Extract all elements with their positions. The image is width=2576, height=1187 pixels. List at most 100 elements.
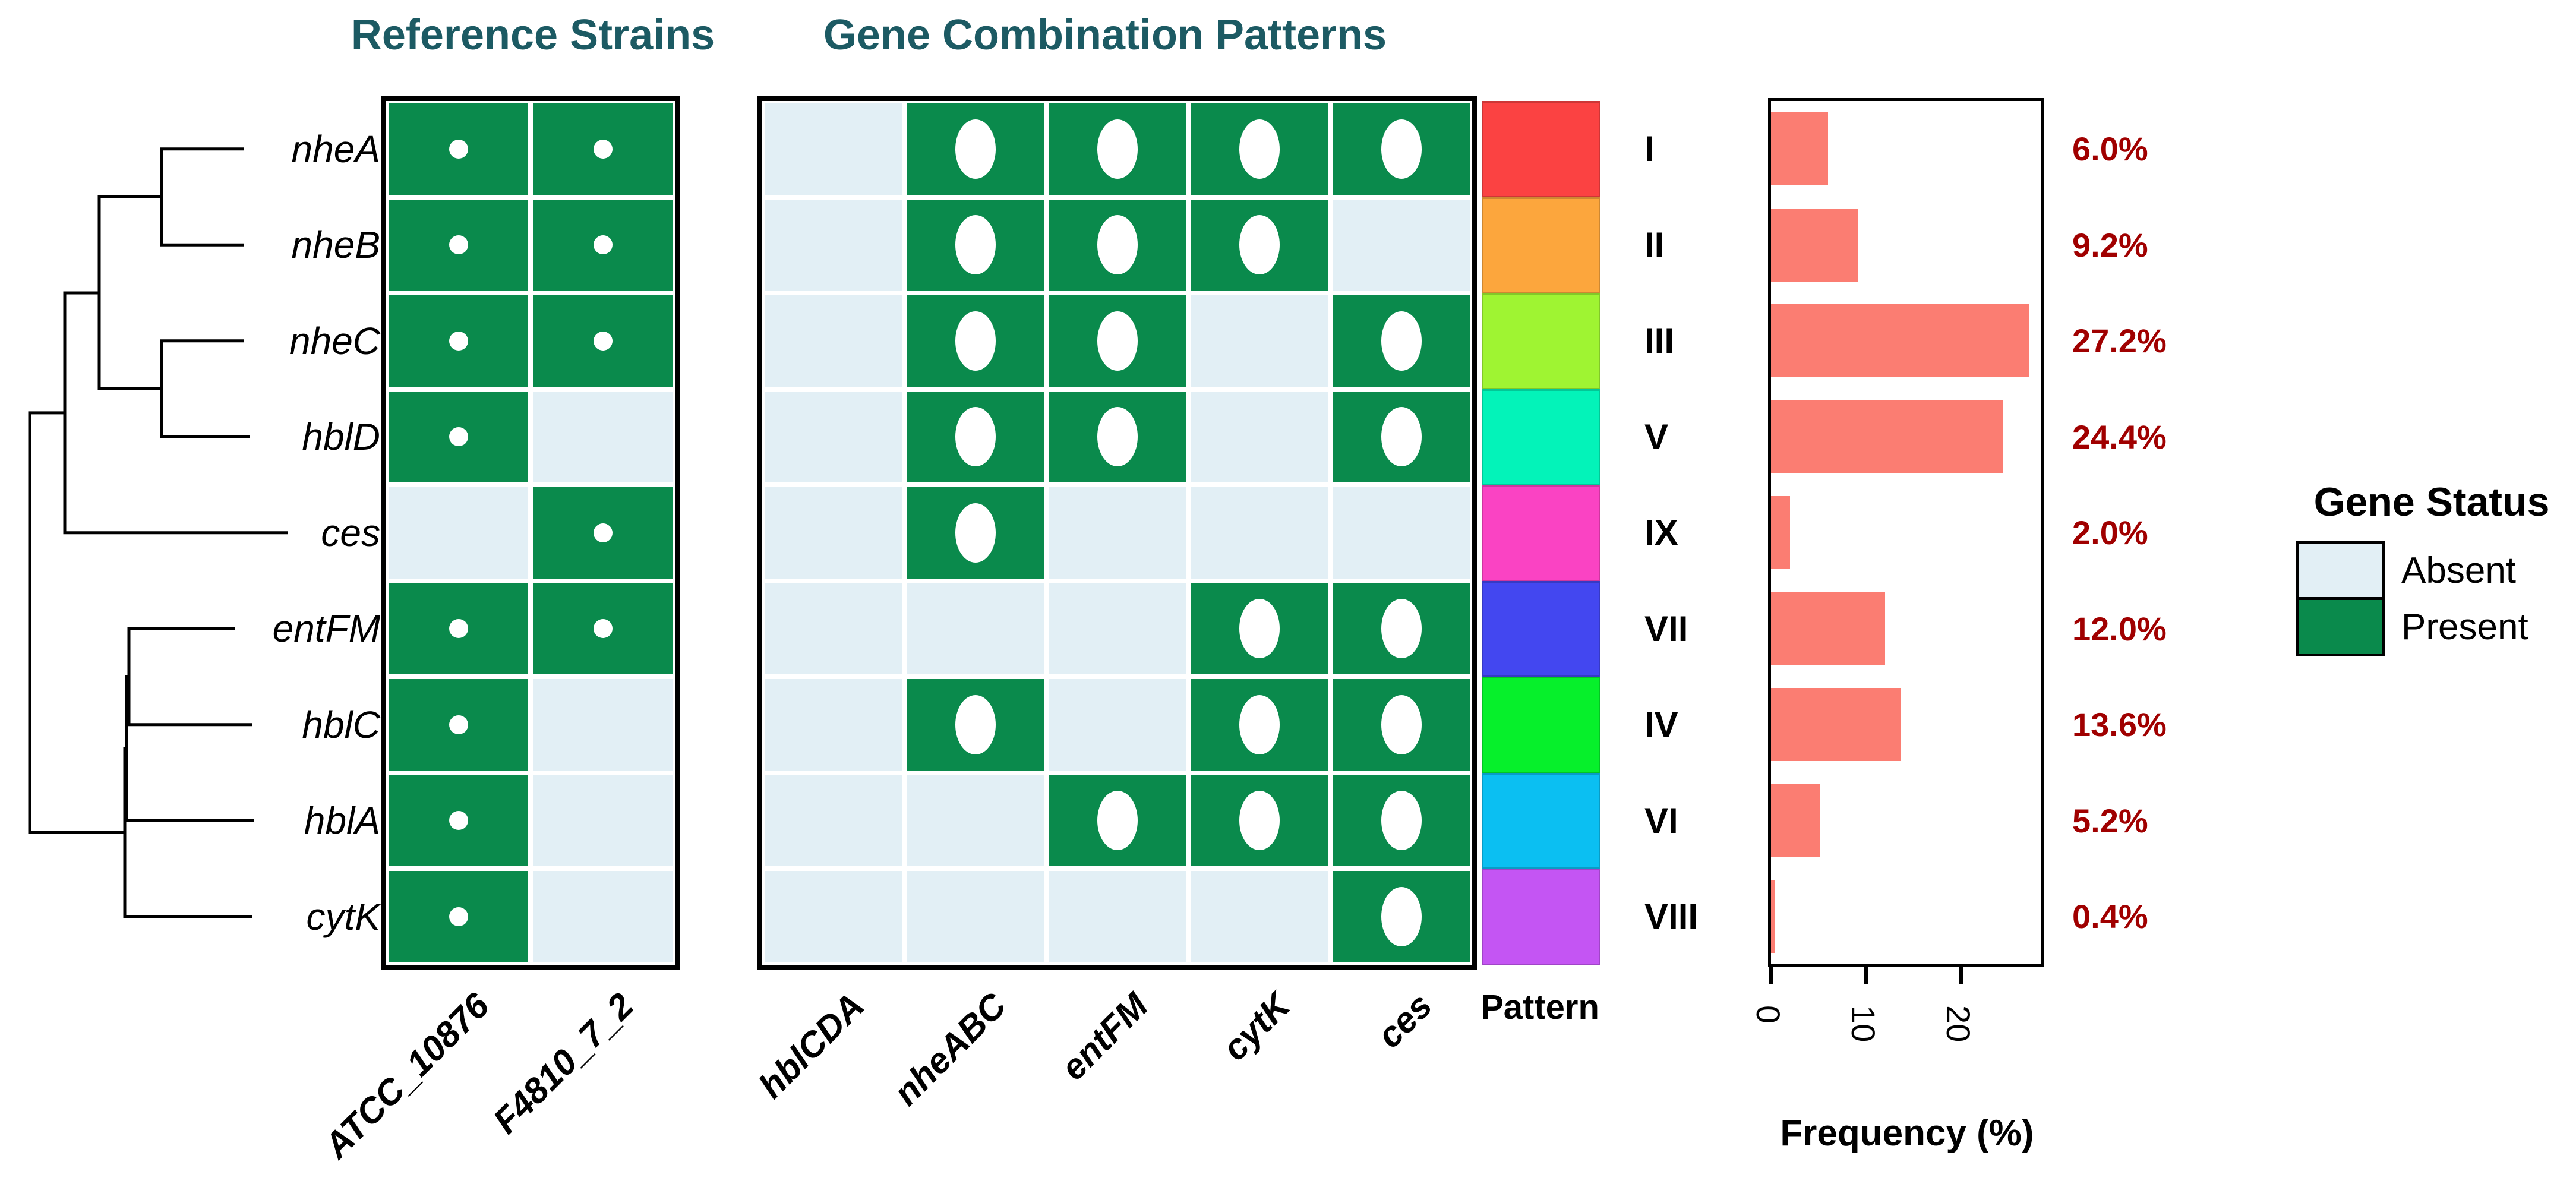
- present-cell: [907, 295, 1044, 387]
- x-axis-tick: [1864, 967, 1868, 984]
- present-dot: [1381, 791, 1422, 851]
- present-dot: [1097, 791, 1138, 851]
- pattern-color-block: [1482, 677, 1600, 774]
- present-cell: [389, 679, 528, 771]
- present-dot: [449, 427, 468, 447]
- legend-item-absent: Absent: [2296, 541, 2516, 600]
- present-cell: [1191, 199, 1328, 291]
- gene-dendrogram: [28, 147, 288, 918]
- present-dot: [1097, 215, 1138, 275]
- pattern-color-block: [1482, 772, 1600, 869]
- present-dot: [955, 407, 996, 467]
- present-cell: [1333, 871, 1470, 962]
- frequency-bar: [1771, 880, 1775, 954]
- absent-cell: [765, 199, 902, 291]
- present-dot: [1381, 407, 1422, 467]
- absent-cell: [1049, 583, 1186, 674]
- frequency-bar: [1771, 688, 1901, 762]
- pattern-color-block: [1482, 869, 1600, 965]
- gene-row-label: hblA: [304, 799, 380, 842]
- absent-cell: [907, 775, 1044, 866]
- present-cell: [1333, 103, 1470, 195]
- x-axis-tick: [1959, 967, 1963, 984]
- frequency-axis-label: Frequency (%): [1780, 1113, 2034, 1154]
- x-axis-tick-label: 10: [1845, 1005, 1882, 1043]
- present-cell: [389, 295, 528, 387]
- present-cell: [1049, 295, 1186, 387]
- pattern-color-block: [1482, 197, 1600, 293]
- gene-row-label: hblD: [302, 415, 380, 459]
- present-cell: [1333, 583, 1470, 674]
- gene-row-label: nheA: [291, 127, 380, 171]
- absent-cell: [765, 103, 902, 195]
- present-cell: [389, 103, 528, 195]
- absent-cell: [765, 679, 902, 771]
- present-dot: [1097, 407, 1138, 467]
- present-dot: [593, 619, 613, 639]
- frequency-bar-chart: [1768, 98, 2044, 967]
- present-dot: [449, 907, 468, 926]
- gene-row-label: entFM: [272, 607, 380, 651]
- present-cell: [907, 103, 1044, 195]
- present-cell: [533, 295, 673, 387]
- pattern-roman-numeral: III: [1644, 321, 1675, 361]
- frequency-percent-label: 6.0%: [2072, 130, 2148, 168]
- absent-cell: [1333, 487, 1470, 579]
- reference-strains-title: Reference Strains: [351, 11, 715, 59]
- present-cell: [389, 391, 528, 482]
- frequency-percent-label: 0.4%: [2072, 898, 2148, 936]
- present-cell: [1191, 679, 1328, 771]
- present-dot: [1239, 119, 1280, 179]
- present-dot: [955, 119, 996, 179]
- present-swatch: [2296, 597, 2385, 656]
- frequency-bar: [1771, 400, 2003, 473]
- gene-combination-heatmap: [757, 96, 1477, 970]
- present-dot: [1239, 599, 1280, 659]
- frequency-percent-label: 12.0%: [2072, 610, 2167, 648]
- present-dot: [449, 715, 468, 734]
- present-dot: [1097, 119, 1138, 179]
- absent-cell: [1191, 871, 1328, 962]
- gene-row-label: nheC: [289, 319, 380, 362]
- pattern-color-block: [1482, 580, 1600, 677]
- absent-cell: [533, 391, 673, 482]
- pattern-color-block: [1482, 101, 1600, 198]
- present-cell: [1191, 775, 1328, 866]
- absent-cell: [765, 775, 902, 866]
- absent-swatch: [2296, 541, 2385, 600]
- present-cell: [1049, 775, 1186, 866]
- gene-row-label: nheB: [291, 223, 380, 267]
- absent-cell: [907, 583, 1044, 674]
- x-axis-tick-label: 20: [1940, 1005, 1977, 1043]
- absent-cell: [765, 295, 902, 387]
- absent-cell: [1049, 487, 1186, 579]
- frequency-percent-label: 5.2%: [2072, 801, 2148, 839]
- present-dot: [1239, 694, 1280, 754]
- absent-cell: [1049, 679, 1186, 771]
- present-cell: [1333, 679, 1470, 771]
- present-dot: [955, 503, 996, 563]
- present-dot: [449, 139, 468, 159]
- present-cell: [533, 199, 673, 291]
- absent-cell: [765, 391, 902, 482]
- present-dot: [449, 331, 468, 351]
- present-dot: [449, 811, 468, 831]
- pattern-color-block: [1482, 293, 1600, 390]
- present-dot: [593, 523, 613, 542]
- absent-cell: [907, 871, 1044, 962]
- absent-cell: [765, 583, 902, 674]
- absent-cell: [1191, 487, 1328, 579]
- pattern-roman-numeral: V: [1644, 416, 1669, 457]
- absent-cell: [533, 679, 673, 771]
- present-cell: [1191, 103, 1328, 195]
- present-cell: [389, 583, 528, 674]
- present-cell: [1049, 391, 1186, 482]
- present-dot: [449, 235, 468, 255]
- frequency-bar: [1771, 784, 1821, 857]
- gene-combination-patterns-title: Gene Combination Patterns: [823, 11, 1387, 59]
- present-cell: [389, 775, 528, 866]
- present-cell: [1333, 295, 1470, 387]
- pattern-roman-numeral: IX: [1644, 513, 1678, 553]
- present-dot: [1097, 311, 1138, 371]
- present-cell: [1049, 199, 1186, 291]
